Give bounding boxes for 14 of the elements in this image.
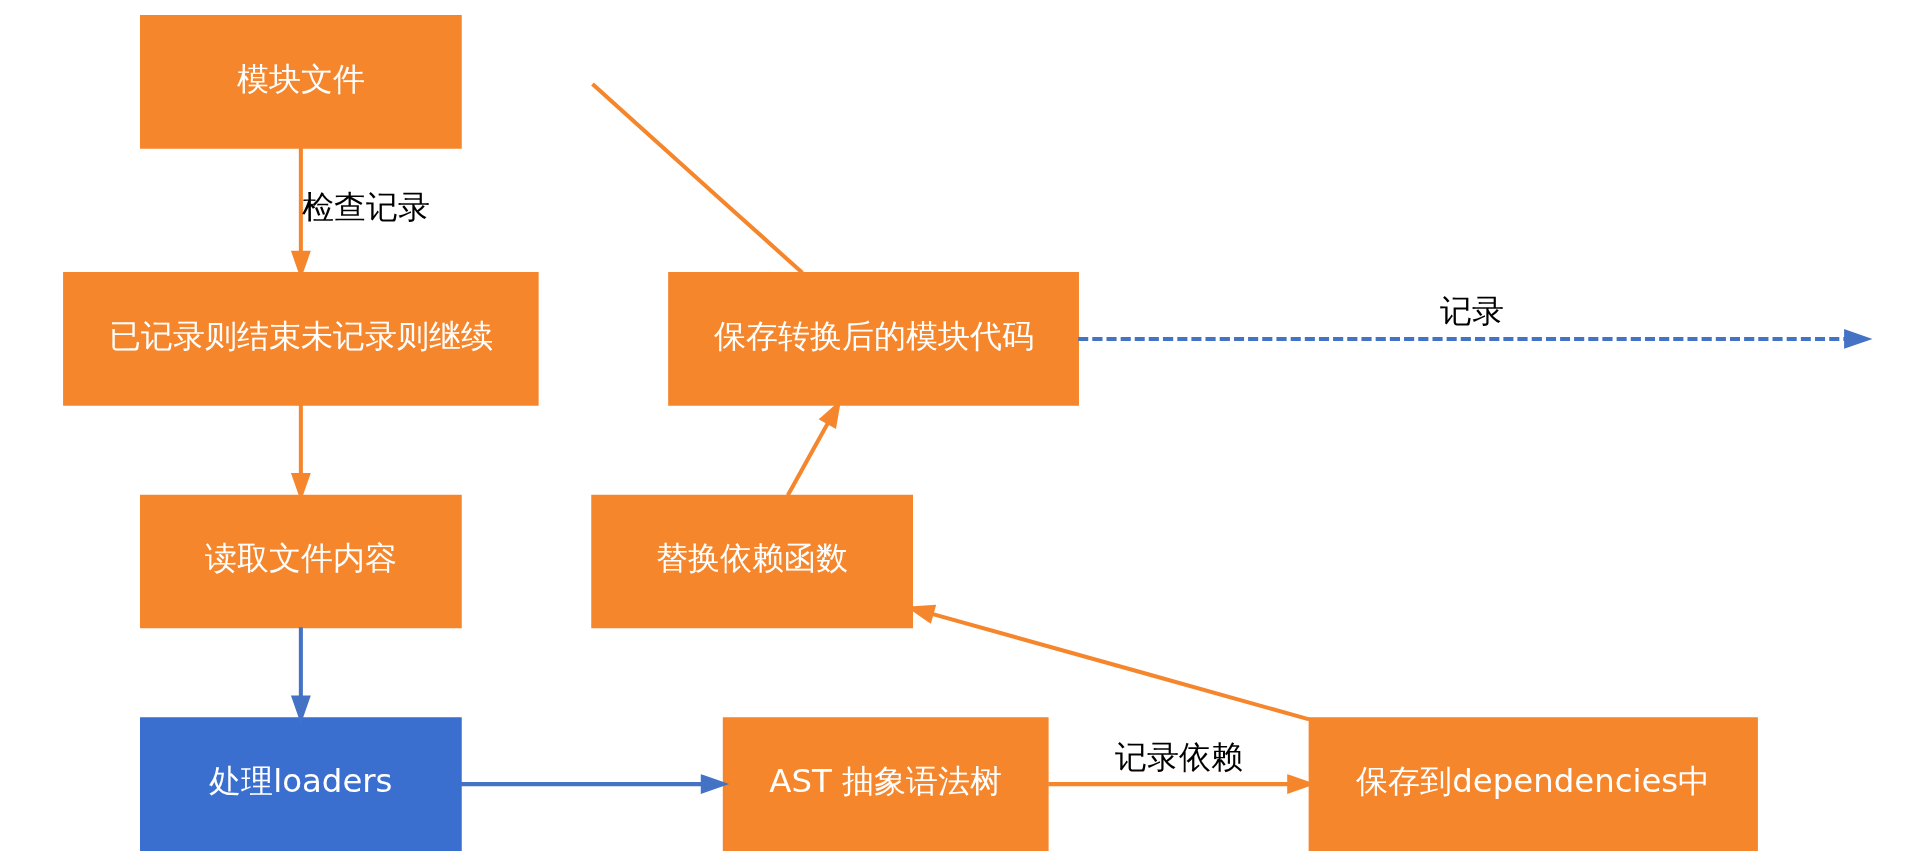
node-box: 保存转换后的模块代码 [668,272,1079,406]
arrow [290,627,311,724]
connector [591,82,804,275]
node-box: 读取文件内容 [140,494,462,629]
node-box: 处理loaders [140,717,462,851]
node-box: 已记录则结束未记录则继续 [63,272,539,406]
node-box: 保存到dependencies中 [1308,717,1758,851]
node-box: AST 抽象语法树 [722,717,1049,851]
edge-label: 记录 [1440,292,1505,331]
edge-label: 记录依赖 [1114,737,1243,776]
node-box: 替换依赖函数 [591,494,913,629]
arrow [460,774,730,795]
node-box: 模块文件 [140,15,462,149]
arrow [1078,328,1873,349]
